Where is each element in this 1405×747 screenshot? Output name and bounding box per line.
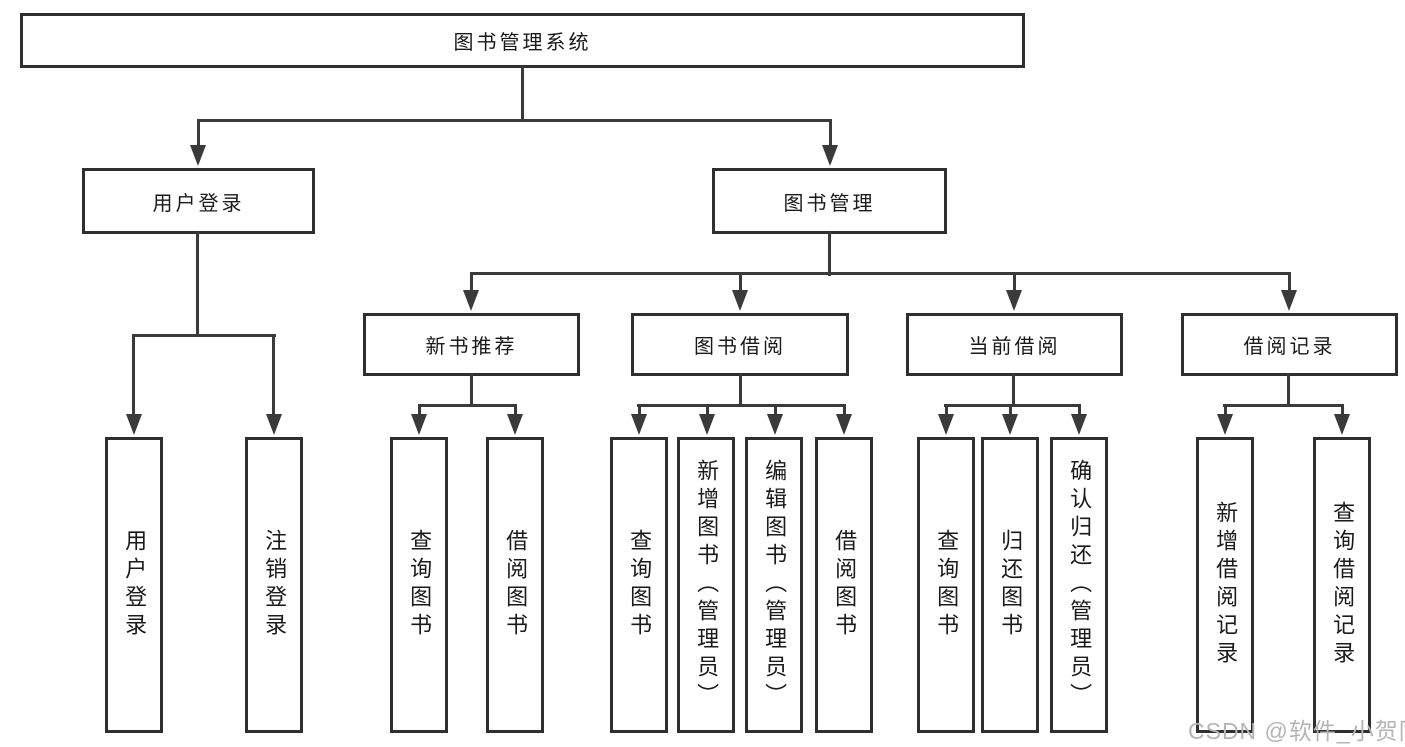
connector-user-login-stem <box>196 231 199 337</box>
leaf-query-borrow-record: 查询借阅记录 <box>1313 437 1371 733</box>
connector-user-login-bar <box>133 334 276 337</box>
csdn-watermark: CSDN @软件_小贺同学 <box>1188 718 1405 744</box>
connector-drop <box>829 119 832 148</box>
connector-drop <box>1288 272 1291 294</box>
leaf-query-books: 查询图书 <box>917 437 975 733</box>
arrow-down-icon <box>732 290 748 311</box>
arrow-down-icon <box>126 414 142 435</box>
leaf-label: 借阅图书 <box>503 529 529 641</box>
arrow-down-icon <box>1002 414 1018 435</box>
leaf-add-books-admin: 新增图书（管理员） <box>677 437 735 733</box>
connector-drop <box>706 404 709 416</box>
leaf-label: 注销登录 <box>262 529 288 641</box>
leaf-label: 查询图书 <box>627 529 653 641</box>
leaf-label: 查询图书 <box>934 529 960 641</box>
connector-drop <box>272 334 275 418</box>
node-current-borrow: 当前借阅 <box>906 313 1123 376</box>
connector-drop <box>197 119 200 148</box>
connector-book-mgmt-bar <box>470 272 1291 275</box>
connector-drop <box>1341 404 1344 416</box>
connector-root-stem <box>521 66 524 121</box>
leaf-label: 查询图书 <box>407 529 433 641</box>
node-new-book-recommend: 新书推荐 <box>363 313 580 376</box>
arrow-down-icon <box>836 414 852 435</box>
leaf-label: 用户登录 <box>122 529 148 641</box>
connector-drop <box>132 334 135 418</box>
node-root: 图书管理系统 <box>20 13 1025 68</box>
node-borrow-records: 借阅记录 <box>1181 313 1398 376</box>
leaf-query-books: 查询图书 <box>390 437 448 733</box>
leaf-return-books: 归还图书 <box>981 437 1039 733</box>
connector-book-mgmt-stem <box>828 231 831 276</box>
arrow-down-icon <box>190 145 206 166</box>
leaf-logout: 注销登录 <box>245 437 303 733</box>
connector-drop <box>739 272 742 294</box>
leaf-label: 借阅图书 <box>832 529 858 641</box>
arrow-down-icon <box>767 414 783 435</box>
connector-root-bar <box>197 119 832 122</box>
leaf-borrow-books: 借阅图书 <box>486 437 544 733</box>
arrow-down-icon <box>507 414 523 435</box>
connector-drop <box>418 404 421 416</box>
connector-drop <box>514 404 517 416</box>
leaf-label: 新增借阅记录 <box>1213 501 1239 669</box>
leaf-label: 查询借阅记录 <box>1330 501 1356 669</box>
arrow-down-icon <box>411 414 427 435</box>
node-user-login: 用户登录 <box>82 168 315 234</box>
arrow-down-icon <box>938 414 954 435</box>
connector-drop <box>843 404 846 416</box>
arrow-down-icon <box>1217 414 1233 435</box>
connector-drop <box>1224 404 1227 416</box>
leaf-user-login: 用户登录 <box>105 437 163 733</box>
connector-drop <box>470 272 473 294</box>
connector-drop <box>638 404 641 416</box>
arrow-down-icon <box>631 414 647 435</box>
leaf-label: 新增图书（管理员） <box>694 459 720 711</box>
leaf-label: 归还图书 <box>998 529 1024 641</box>
arrow-down-icon <box>1006 290 1022 311</box>
connector-drop <box>1009 404 1012 416</box>
connector-drop <box>774 404 777 416</box>
leaf-edit-books-admin: 编辑图书（管理员） <box>745 437 803 733</box>
connector-stem <box>470 373 473 407</box>
arrow-down-icon <box>1071 414 1087 435</box>
leaf-borrow-books: 借阅图书 <box>815 437 873 733</box>
connector-bar <box>1223 404 1344 407</box>
arrow-down-icon <box>699 414 715 435</box>
leaf-query-books: 查询图书 <box>610 437 668 733</box>
connector-drop <box>1078 404 1081 416</box>
leaf-add-borrow-record: 新增借阅记录 <box>1196 437 1254 733</box>
arrow-down-icon <box>266 414 282 435</box>
node-book-management: 图书管理 <box>712 168 947 234</box>
connector-bar <box>944 404 1081 407</box>
leaf-label: 编辑图书（管理员） <box>762 459 788 711</box>
leaf-label: 确认归还（管理员） <box>1067 459 1093 711</box>
arrow-down-icon <box>822 145 838 166</box>
connector-stem <box>739 373 742 407</box>
leaf-confirm-return-admin: 确认归还（管理员） <box>1050 437 1108 733</box>
arrow-down-icon <box>1334 414 1350 435</box>
connector-stem <box>1287 373 1290 407</box>
connector-drop <box>945 404 948 416</box>
node-book-borrow: 图书借阅 <box>631 313 849 376</box>
connector-bar <box>418 404 517 407</box>
connector-drop <box>1013 272 1016 294</box>
arrow-down-icon <box>463 290 479 311</box>
connector-bar <box>637 404 846 407</box>
arrow-down-icon <box>1281 290 1297 311</box>
connector-stem <box>1012 373 1015 407</box>
